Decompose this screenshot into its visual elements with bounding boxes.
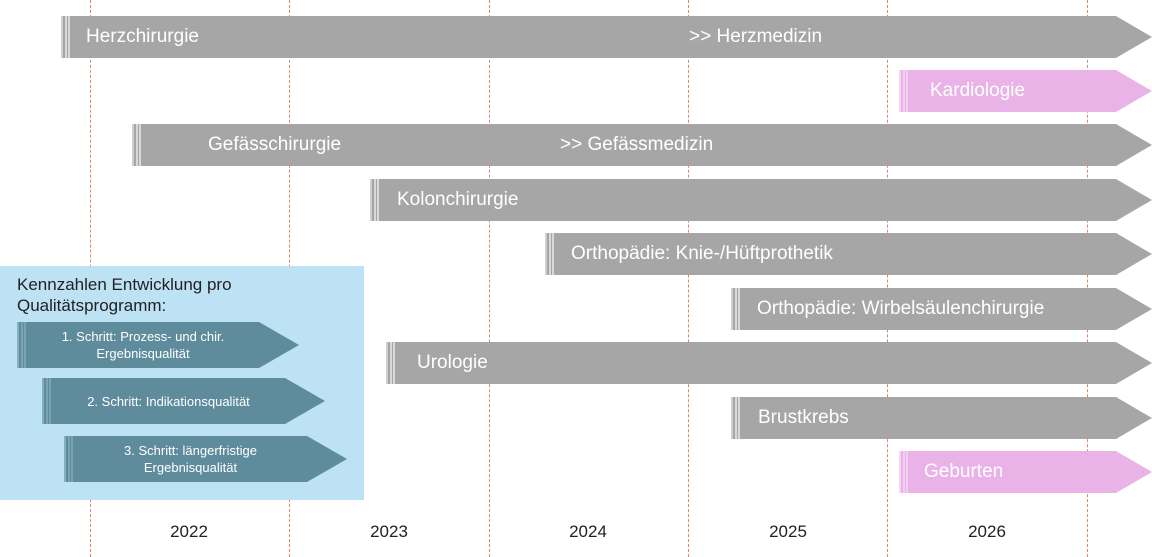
program-label: Orthopädie: Knie-/Hüftprothetik	[571, 243, 833, 264]
bar-start-stripes	[370, 179, 380, 221]
program-bar-kardiologie: Kardiologie	[899, 70, 1152, 112]
program-bar-wirbelsaeulenchirurgie: Orthopädie: Wirbelsäulenchirurgie	[731, 288, 1152, 330]
gridline	[489, 0, 490, 557]
program-label: Urologie	[417, 352, 488, 373]
gridline	[688, 0, 689, 557]
program-bar-herzchirurgie: Herzchirurgie >> Herzmedizin	[61, 16, 1152, 58]
program-bar-knie-hueftprothetik: Orthopädie: Knie-/Hüftprothetik	[545, 233, 1152, 275]
legend-step-2: 2. Schritt: Indikationsqualität	[42, 378, 325, 424]
program-label: Orthopädie: Wirbelsäulenchirurgie	[757, 298, 1045, 319]
bar-start-stripes	[132, 124, 142, 166]
year-label-2022: 2022	[170, 522, 208, 541]
gridline	[1087, 0, 1088, 557]
bar-start-stripes	[899, 451, 909, 493]
program-bar-brustkrebs: Brustkrebs	[731, 397, 1152, 439]
bar-start-stripes	[731, 397, 741, 439]
legend-step-label: 1. Schritt: Prozess- und chir. Ergebnisq…	[61, 329, 225, 361]
program-label: Kolonchirurgie	[397, 189, 519, 210]
program-label: Kardiologie	[930, 80, 1026, 101]
legend-step-label: 2. Schritt: Indikationsqualität	[87, 393, 250, 409]
program-bar-urologie: Urologie	[386, 342, 1152, 384]
program-label: Geburten	[924, 461, 1004, 482]
step-start-stripes	[64, 436, 74, 482]
program-bar-geburten: Geburten	[899, 451, 1152, 493]
step-start-stripes	[42, 378, 52, 424]
year-label-2024: 2024	[569, 522, 607, 541]
bar-start-stripes	[545, 233, 555, 275]
bar-start-stripes	[899, 70, 909, 112]
program-rename-label: >> Herzmedizin	[689, 26, 823, 47]
bar-start-stripes	[61, 16, 71, 58]
legend-step-3: 3. Schritt: längerfristige Ergebnisquali…	[64, 436, 347, 482]
program-rename-label: >> Gefässmedizin	[560, 134, 714, 155]
year-label-2023: 2023	[370, 522, 408, 541]
program-bar-kolonchirurgie: Kolonchirurgie	[370, 179, 1152, 221]
legend-step-label: 3. Schritt: längerfristige Ergebnisquali…	[124, 443, 257, 475]
bar-start-stripes	[731, 288, 741, 330]
bar-start-stripes	[386, 342, 396, 384]
program-label: Gefässchirurgie	[208, 134, 342, 155]
year-label-2025: 2025	[769, 522, 807, 541]
step-start-stripes	[17, 322, 27, 368]
legend-title: Kennzahlen Entwicklung pro Qualitätsprog…	[17, 275, 232, 315]
legend-step-1: 1. Schritt: Prozess- und chir. Ergebnisq…	[17, 322, 299, 368]
program-bar-gefaesschirurgie: Gefässchirurgie >> Gefässmedizin	[132, 124, 1152, 166]
gridline	[887, 0, 888, 557]
year-label-2026: 2026	[968, 522, 1006, 541]
legend-box: Kennzahlen Entwicklung pro Qualitätsprog…	[0, 266, 364, 500]
program-label: Brustkrebs	[758, 407, 849, 428]
program-label: Herzchirurgie	[86, 26, 199, 47]
